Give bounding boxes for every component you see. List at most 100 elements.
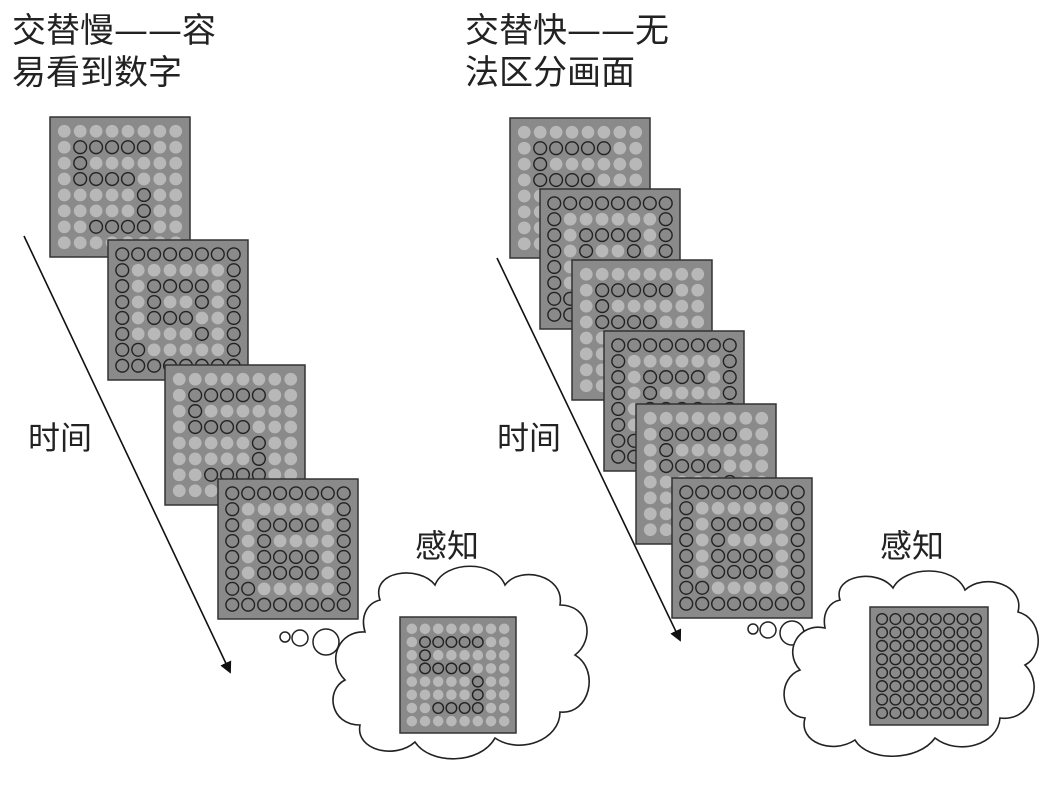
dot-ring xyxy=(695,596,710,611)
dot-light xyxy=(257,582,271,596)
dot-light xyxy=(73,188,87,202)
dot-ring xyxy=(902,680,915,693)
dot-light xyxy=(743,501,757,515)
dot-light xyxy=(220,404,234,418)
dot-light xyxy=(739,427,753,441)
dot-light xyxy=(498,663,510,674)
dot-light xyxy=(485,676,497,687)
dot-light xyxy=(432,715,444,727)
dot-light xyxy=(739,459,753,473)
dot-ring xyxy=(742,564,758,579)
dot-ring xyxy=(188,419,203,435)
dot-light xyxy=(321,550,335,564)
dot-light xyxy=(131,327,145,341)
dot-ring xyxy=(929,693,942,706)
dot-ring xyxy=(956,693,969,706)
dot-ring xyxy=(875,706,889,720)
dot-light xyxy=(220,372,234,386)
dot-ring xyxy=(115,310,130,326)
dot-light xyxy=(675,283,689,297)
dot-light xyxy=(273,502,287,516)
dot-ring xyxy=(579,228,594,243)
dot-ring xyxy=(104,219,120,234)
dot-light xyxy=(131,279,145,293)
dot-ring xyxy=(902,666,915,679)
dot-ring xyxy=(658,243,673,259)
dot-ring xyxy=(257,565,272,580)
perceived-grid-left xyxy=(399,616,517,734)
dot-ring xyxy=(916,639,929,652)
dot-light xyxy=(711,501,725,515)
dot-light xyxy=(485,702,497,714)
dot-ring xyxy=(419,662,431,675)
dot-light xyxy=(485,715,497,727)
dot-light xyxy=(691,267,705,281)
dot-ring xyxy=(674,338,690,353)
dot-light xyxy=(89,204,103,218)
dot-light xyxy=(252,372,266,386)
dot-light xyxy=(284,372,298,386)
dot-ring xyxy=(225,502,240,517)
dot-ring xyxy=(226,310,241,326)
dot-light xyxy=(659,491,673,505)
dot-ring xyxy=(73,171,88,187)
dot-light xyxy=(163,263,177,277)
dot-light xyxy=(459,623,470,635)
dot-light xyxy=(284,420,298,434)
dot-light xyxy=(711,581,725,595)
dot-light xyxy=(153,156,167,170)
dot-ring xyxy=(659,427,674,442)
dot-ring xyxy=(257,486,272,501)
dot-light xyxy=(643,491,657,505)
dot-light xyxy=(432,623,444,635)
dot-ring xyxy=(194,247,209,262)
dot-light xyxy=(105,156,119,170)
dot-ring xyxy=(711,485,726,500)
dot-light xyxy=(195,343,209,357)
dot-light xyxy=(321,582,335,596)
dot-light xyxy=(643,228,657,242)
dot-light xyxy=(179,343,193,357)
dot-light xyxy=(595,267,609,281)
dot-ring xyxy=(131,358,146,373)
dot-ring xyxy=(726,564,742,579)
dot-light xyxy=(643,475,657,489)
dot-light xyxy=(432,676,444,687)
dot-light xyxy=(89,156,103,170)
dot-ring xyxy=(611,354,626,369)
dot-light xyxy=(446,649,457,661)
dot-ring xyxy=(594,196,610,211)
dot-light xyxy=(579,315,593,329)
dot-light xyxy=(172,404,186,418)
dot-light xyxy=(759,533,773,547)
dot-ring xyxy=(889,680,902,693)
dot-ring xyxy=(790,517,805,532)
dot-light xyxy=(727,533,741,547)
dot-light xyxy=(517,189,531,203)
dot-light xyxy=(723,443,737,457)
dot-ring xyxy=(336,533,351,549)
dot-light xyxy=(643,212,657,226)
dot-light xyxy=(179,295,193,309)
dot-ring xyxy=(902,612,915,626)
dot-ring xyxy=(226,247,241,262)
dot-light xyxy=(611,244,625,258)
time-label-right: 时间 xyxy=(497,419,562,457)
dot-ring xyxy=(147,358,162,373)
dot-light xyxy=(220,436,234,450)
dot-ring xyxy=(690,370,705,385)
dot-ring xyxy=(916,693,929,706)
thought-cloud-left xyxy=(279,565,590,760)
dot-ring xyxy=(758,485,773,500)
dot-ring xyxy=(679,580,694,595)
dot-ring xyxy=(549,141,564,156)
dot-ring xyxy=(690,458,706,474)
dot-ring xyxy=(790,532,805,548)
dot-light xyxy=(211,311,225,325)
dot-light xyxy=(691,411,705,425)
dot-light xyxy=(498,676,510,687)
dot-light xyxy=(659,315,673,329)
dot-ring xyxy=(658,338,674,353)
dot-ring xyxy=(875,639,889,652)
dot-ring xyxy=(875,626,889,639)
